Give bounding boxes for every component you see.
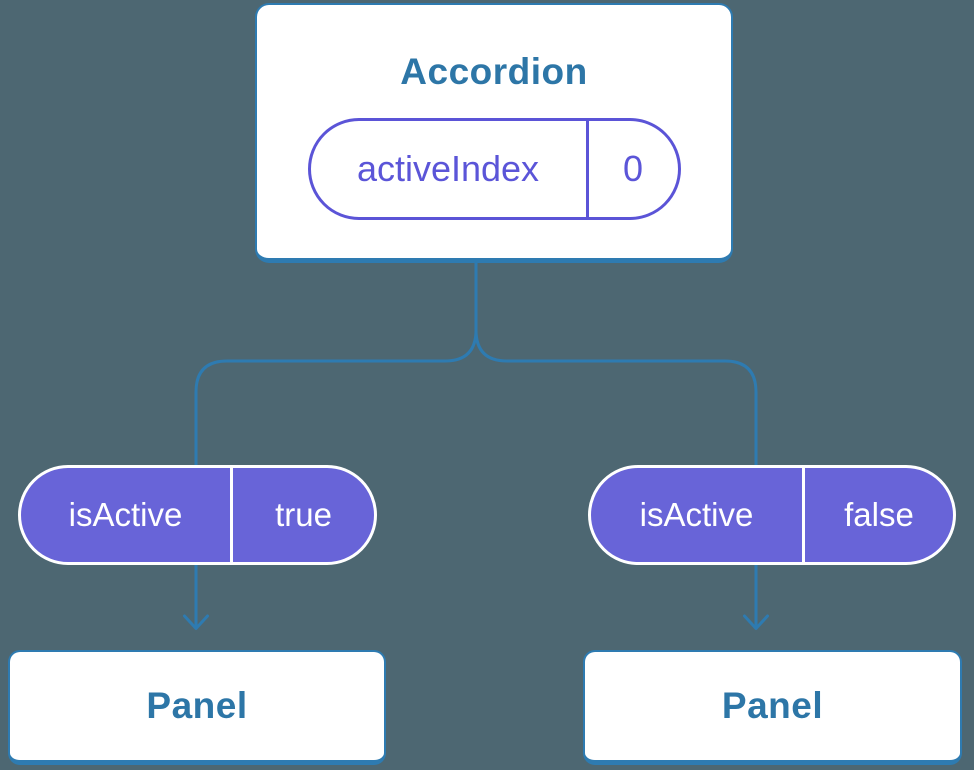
- panel-node-title: Panel: [721, 685, 824, 726]
- state-value-label: 0: [585, 121, 678, 217]
- prop-pill-isactive-true: isActive true: [18, 465, 377, 565]
- state-name-label: activeIndex: [356, 148, 540, 189]
- arrow-down-icon: [743, 614, 769, 630]
- connector-right-branch: [474, 260, 758, 468]
- connector-left-branch: [194, 260, 478, 468]
- accordion-node-title: Accordion: [400, 51, 588, 92]
- prop-name-label: isActive: [21, 468, 233, 562]
- prop-value-label: false: [844, 496, 914, 533]
- state-pill-activeindex: activeIndex 0: [307, 118, 681, 220]
- prop-pill-isactive-false: isActive false: [588, 465, 956, 565]
- prop-name-label: isActive: [591, 468, 805, 562]
- panel-node-title: Panel: [146, 685, 248, 726]
- arrow-down-icon: [183, 614, 209, 630]
- prop-value-label: true: [275, 496, 332, 533]
- accordion-node: Accordion activeIndex 0: [255, 3, 733, 263]
- panel-node-right: Panel: [583, 650, 962, 765]
- panel-node-left: Panel: [8, 650, 386, 765]
